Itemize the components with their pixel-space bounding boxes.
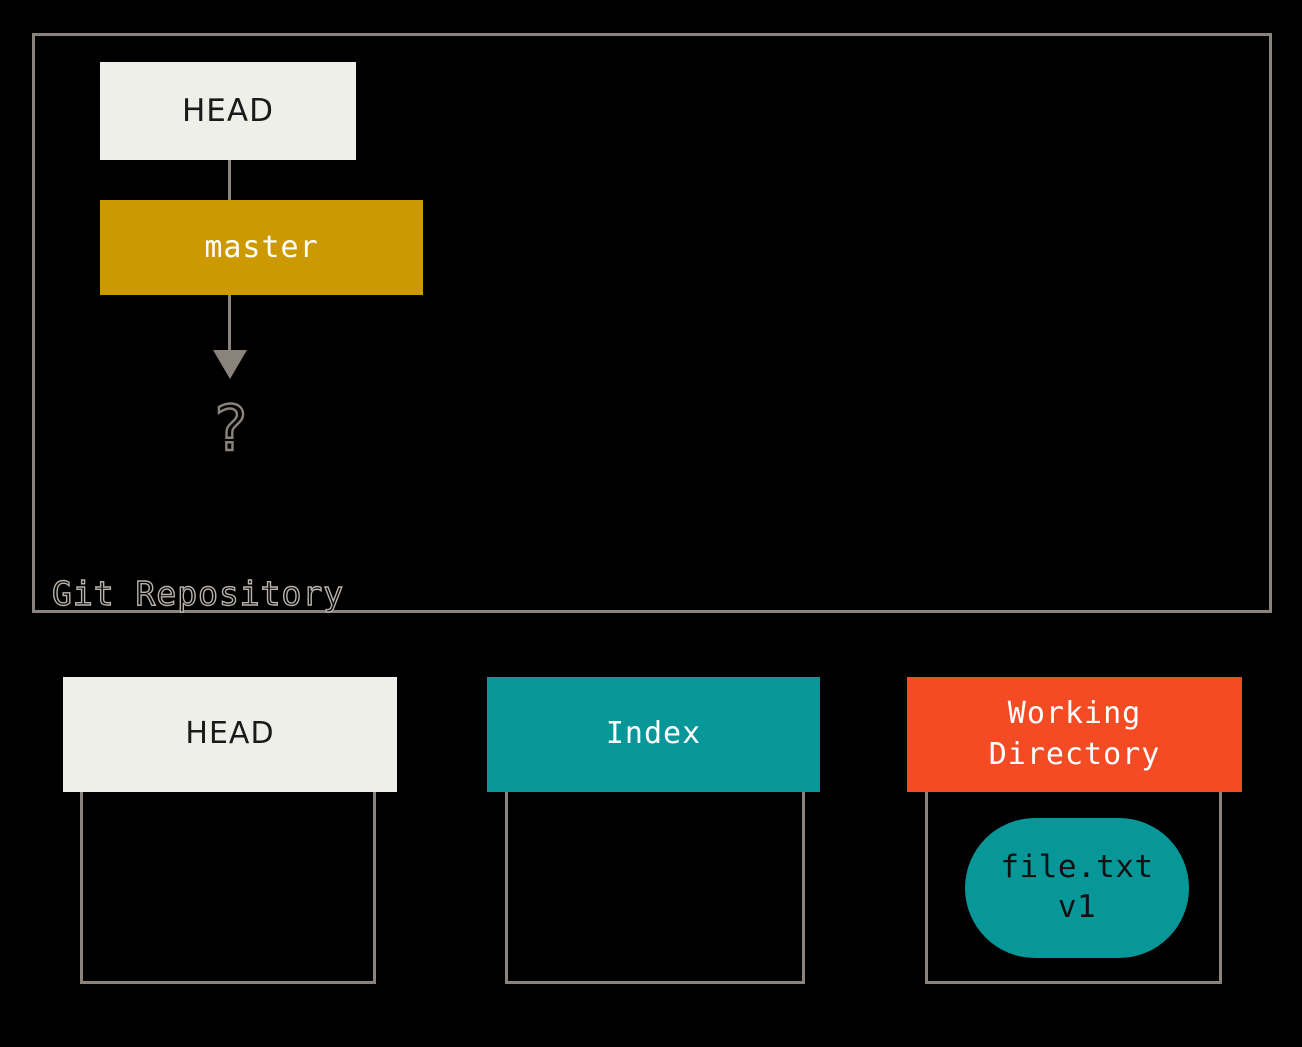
repo-master-branch-box[interactable]: master [100,200,423,295]
area-body-working-directory [925,792,1222,984]
repo-head-ref-label: HEAD [182,93,274,129]
area-header-working-directory[interactable]: Working Directory [907,677,1242,792]
area-body-index [505,792,805,984]
edge-master-to-commit [228,295,231,352]
git-repository-label: Git Repository [51,574,345,613]
area-body-head [80,792,376,984]
working-directory-file-blob[interactable]: file.txt v1 [965,818,1189,958]
edge-head-to-master [228,160,231,200]
area-header-head[interactable]: HEAD [63,677,397,792]
area-header-working-directory-label: Working Directory [988,696,1161,772]
area-header-index[interactable]: Index [487,677,820,792]
repo-master-branch-label: master [204,230,319,265]
repo-head-ref-box[interactable]: HEAD [100,62,356,160]
git-repository-frame [32,33,1272,613]
commit-placeholder-question-mark: ? [213,392,248,465]
area-header-head-label: HEAD [185,716,275,752]
area-header-index-label: Index [605,716,702,752]
arrow-down-icon [213,350,247,379]
